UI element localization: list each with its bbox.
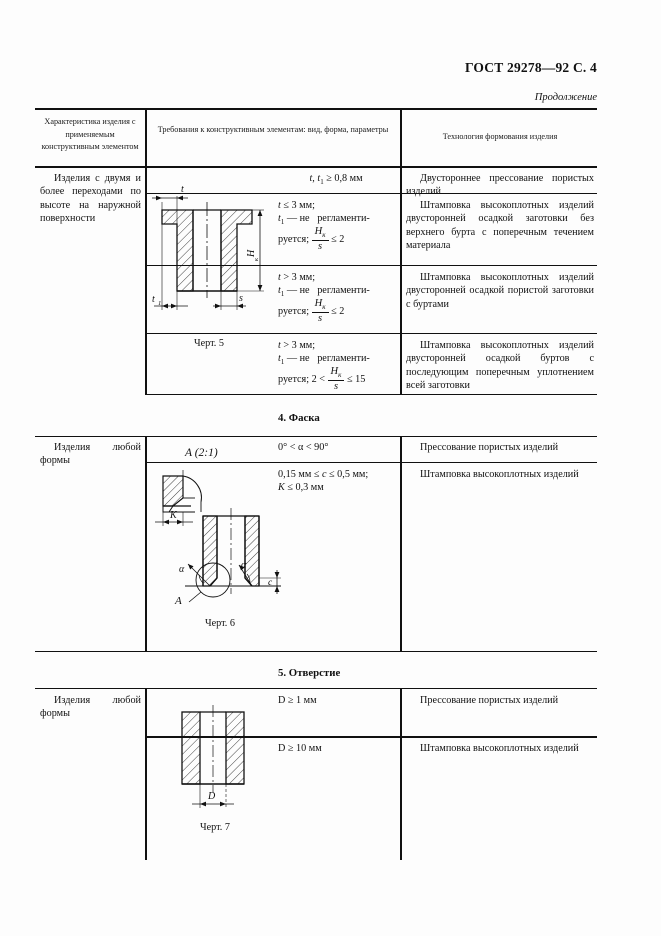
page-header-standard: ГОСТ 29278—92 С. 4: [464, 60, 597, 75]
svg-text:H: H: [246, 249, 257, 258]
section3-row1-technology: Двустороннее прессование пористых издели…: [406, 173, 594, 198]
figure-caption-chert-6: Черт. 6: [205, 618, 235, 629]
svg-text:к: к: [253, 257, 260, 261]
column-header-requirements: Требования к конструктивным элементам: в…: [157, 125, 389, 134]
figure-caption-chert-7: Черт. 7: [200, 822, 230, 833]
section4-row1-requirement: 0° < α < 90°: [278, 442, 329, 453]
svg-text:α: α: [241, 560, 247, 571]
section3-bottom-rule: [145, 394, 597, 395]
figure-chert-5: t H к t 1 s: [150, 178, 268, 333]
column-header-technology: Технология формования изделия: [442, 132, 558, 141]
continued-label: Продолжение: [534, 92, 597, 103]
section4-row1-divider: [145, 462, 597, 463]
svg-text:K: K: [169, 510, 178, 521]
section4-bottom-rule: [35, 651, 597, 652]
section5-row2-technology: Штамповка высокоплотных изделий: [420, 743, 579, 754]
column-divider-1-sec5: [145, 688, 147, 860]
section4-top-rule: [35, 436, 597, 437]
column-divider-2-sec5: [400, 688, 402, 860]
figure-chert-6: K A: [155, 468, 285, 613]
figure-caption-chert-5: Черт. 5: [194, 338, 224, 349]
section4-row2-technology: Штамповка высокоплотных изделий: [420, 469, 579, 480]
section3-left-label: Изделия с двумя и более переходами по вы…: [40, 173, 141, 224]
column-divider-2-sec3: [400, 166, 402, 394]
column-divider-1-sec3: [145, 166, 147, 394]
table-top-rule: [35, 108, 597, 110]
svg-text:s: s: [239, 293, 243, 304]
table-header-rule: [35, 166, 597, 168]
detail-view-label-a21: A (2:1): [185, 447, 218, 459]
figure-chert-7: D: [160, 700, 270, 820]
section5-row2-requirement: D ≥ 10 мм: [278, 743, 322, 754]
fraction-hk-s-3: Hк s: [327, 366, 345, 392]
fraction-hk-s-2: Hк s: [311, 298, 329, 324]
section3-row2-requirement: t ≤ 3 мм; t1 — не регламенти- руется; Hк…: [278, 200, 370, 252]
section3-row1-requirement: t, t1 ≥ 0,8 мм: [309, 173, 363, 187]
section3-row4-requirement: t > 3 мм; t1 — не регламенти- руется; 2 …: [278, 340, 370, 392]
svg-text:t: t: [152, 294, 155, 305]
section5-row1-divider: [145, 736, 597, 738]
section3-row2-technology: Штамповка высокоплотных изделий двусторо…: [406, 200, 594, 251]
svg-text:A: A: [174, 595, 182, 607]
column-divider-1-sec4: [145, 436, 147, 651]
column-divider-1-header: [145, 108, 147, 166]
fraction-hk-s-1: Hк s: [311, 226, 329, 252]
svg-text:α: α: [179, 564, 185, 575]
section3-row3-requirement: t > 3 мм; t1 — не регламенти- руется; Hк…: [278, 272, 370, 324]
section4-row1-technology: Прессование пористых изделий: [420, 442, 559, 453]
column-header-characteristic: Характеристика изделия с применяемым кон…: [41, 117, 139, 152]
column-divider-2-header: [400, 108, 402, 166]
section4-title: 4. Фаска: [278, 412, 320, 424]
section3-row4-technology: Штамповка высокоплотных изделий двусторо…: [406, 340, 594, 391]
section5-row1-technology: Прессование пористых изделий: [420, 695, 559, 706]
section3-row3-technology: Штамповка высокоплотных изделий двусторо…: [406, 272, 594, 310]
section5-row1-requirement: D ≥ 1 мм: [278, 695, 317, 706]
section3-row2-divider: [145, 265, 597, 266]
svg-text:c: c: [268, 578, 273, 588]
section5-left-label: Изделия любой формы: [40, 695, 141, 720]
svg-text:t: t: [181, 184, 184, 195]
section5-title: 5. Отверстие: [278, 667, 341, 679]
section4-row2-requirement: 0,15 мм ≤ c ≤ 0,5 мм; K ≤ 0,3 мм: [278, 469, 369, 494]
section3-row3-divider: [145, 333, 597, 334]
section5-top-rule: [35, 688, 597, 689]
column-divider-2-sec4: [400, 436, 402, 651]
section3-row1-divider: [145, 193, 597, 194]
svg-text:1: 1: [158, 300, 161, 307]
section4-left-label: Изделия любой формы: [40, 442, 141, 467]
svg-text:D: D: [207, 791, 216, 802]
